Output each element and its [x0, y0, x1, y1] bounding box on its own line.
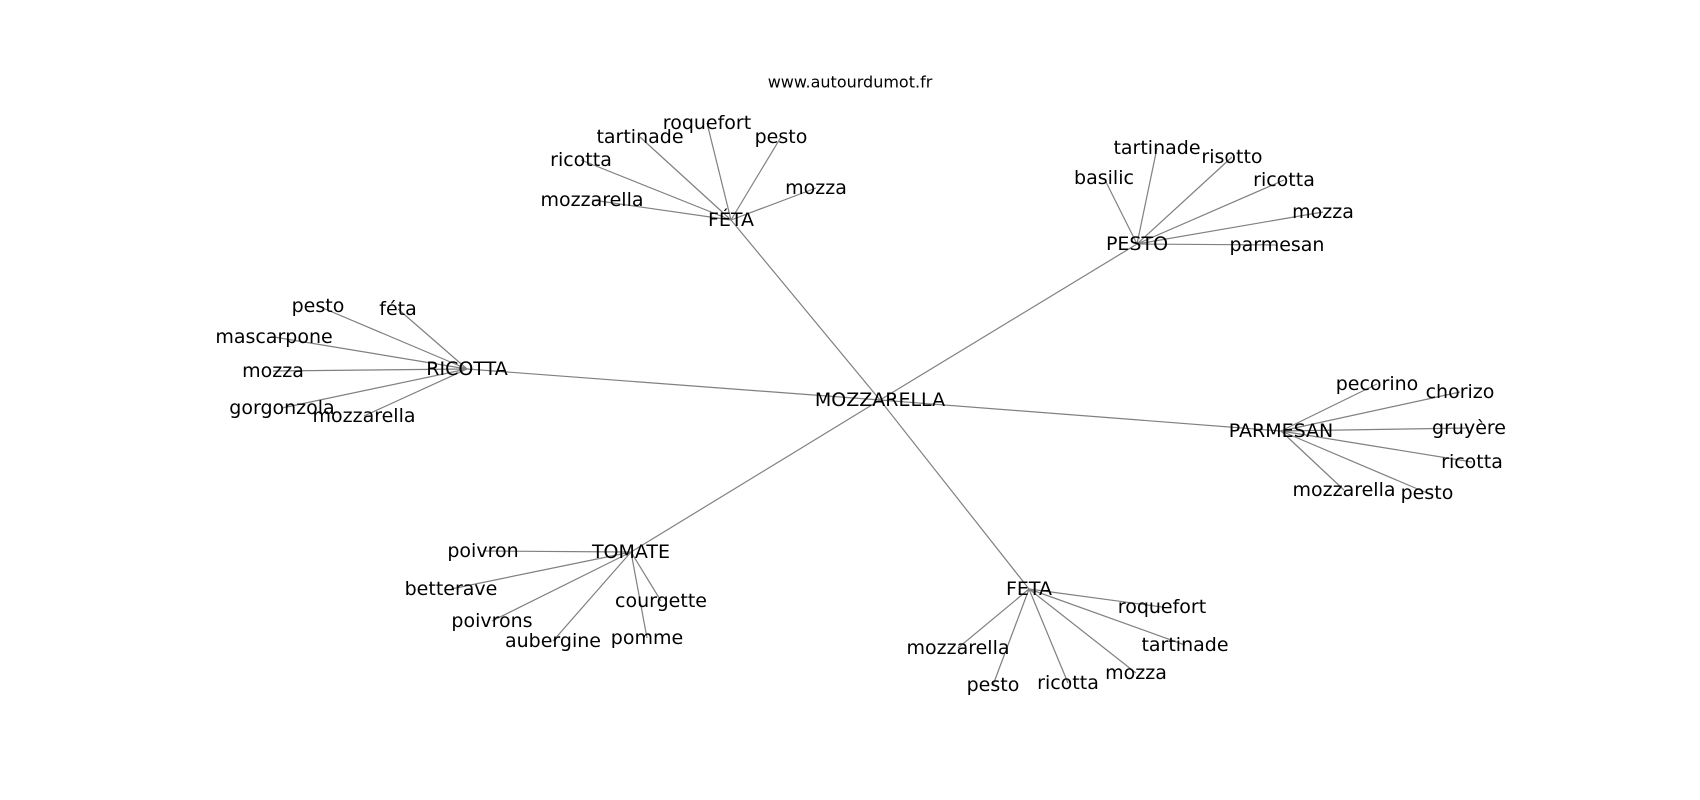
edge-hub-to-leaf [580, 159, 732, 221]
edge-hub-to-leaf [281, 368, 468, 409]
edge-hub-to-leaf [1028, 588, 1163, 608]
leaf-node-label[interactable]: mozza [242, 360, 304, 382]
edge-hub-to-leaf [1280, 430, 1345, 491]
leaf-node-label[interactable]: pesto [755, 126, 808, 148]
leaf-node-label[interactable]: mozzarella [1292, 479, 1395, 501]
edge-hub-to-leaf [1280, 383, 1378, 432]
edge-hub-to-leaf [591, 199, 732, 221]
edge-hub-to-leaf [992, 588, 1030, 686]
edge-hub-to-leaf [730, 136, 782, 221]
edge-hub-to-leaf [1136, 179, 1285, 245]
hub-node-label[interactable]: FETA [1006, 578, 1052, 600]
edge-hub-to-leaf [363, 368, 468, 417]
edge-center-to-hub [879, 399, 1282, 432]
edge-hub-to-leaf [1103, 177, 1138, 245]
edge-hub-to-leaf [1028, 588, 1137, 674]
leaf-node-label[interactable]: mozzarella [312, 405, 415, 427]
leaf-node-label[interactable]: ricotta [1441, 451, 1503, 473]
edge-hub-to-leaf [272, 368, 468, 372]
leaf-node-label[interactable]: gruyère [1432, 417, 1506, 439]
graph-edges [272, 122, 1473, 686]
hub-node-label[interactable]: PARMESAN [1229, 420, 1333, 442]
leaf-node-label[interactable]: roquefort [1118, 596, 1206, 618]
edge-center-to-hub [466, 368, 881, 401]
edge-hub-to-leaf [1028, 588, 1186, 646]
leaf-node-label[interactable]: roquefort [663, 112, 751, 134]
leaf-node-label[interactable]: gorgonzola [229, 397, 334, 419]
leaf-node-label[interactable]: pecorino [1336, 373, 1419, 395]
leaf-node-label[interactable]: tartinade [596, 126, 683, 148]
edge-hub-to-leaf [1136, 211, 1324, 245]
hub-node-label[interactable]: TOMATE [591, 541, 670, 563]
leaf-node-label[interactable]: courgette [615, 590, 707, 612]
leaf-node-label[interactable]: mozza [1292, 201, 1354, 223]
edge-hub-to-leaf [491, 551, 632, 622]
leaf-node-label[interactable]: ricotta [550, 149, 612, 171]
leaf-node-label[interactable]: féta [379, 298, 416, 320]
hub-node-label[interactable]: RICOTTA [426, 358, 507, 380]
leaf-node-label[interactable]: mozza [1105, 662, 1167, 684]
edge-hub-to-leaf [1280, 430, 1473, 463]
leaf-node-label[interactable]: mozzarella [540, 189, 643, 211]
leaf-node-label[interactable]: mozzarella [906, 637, 1009, 659]
edge-center-to-hub [879, 243, 1138, 401]
leaf-node-label[interactable]: pesto [292, 295, 345, 317]
edge-hub-to-leaf [317, 305, 468, 370]
leaf-node-label[interactable]: pomme [611, 627, 683, 649]
edge-hub-to-leaf [1136, 243, 1278, 246]
leaf-node-label[interactable]: tartinade [1113, 137, 1200, 159]
edge-hub-to-leaf [1136, 156, 1233, 245]
leaf-node-label[interactable]: pesto [967, 674, 1020, 696]
edge-hub-to-leaf [273, 336, 468, 370]
edge-hub-to-leaf [450, 551, 632, 590]
leaf-node-label[interactable]: poivron [447, 540, 518, 562]
leaf-node-label[interactable]: poivrons [451, 610, 532, 632]
leaf-node-label[interactable]: mozza [785, 177, 847, 199]
edge-hub-to-leaf [1280, 427, 1470, 432]
edge-hub-to-leaf [1136, 147, 1158, 245]
edge-hub-to-leaf [1028, 588, 1069, 684]
leaf-node-label[interactable]: pesto [1401, 482, 1454, 504]
hub-node-label[interactable]: PESTO [1106, 233, 1168, 255]
edge-hub-to-leaf [1280, 430, 1428, 494]
leaf-node-label[interactable]: ricotta [1253, 169, 1315, 191]
hub-node-label[interactable]: FÉTA [708, 208, 754, 231]
edge-hub-to-leaf [1280, 391, 1461, 432]
leaf-node-label[interactable]: risotto [1201, 146, 1262, 168]
edge-hub-to-leaf [730, 187, 817, 221]
edge-hub-to-leaf [630, 551, 662, 602]
graph-labels: MOZZARELLA FÉTAmozzarellaricottatartinad… [215, 112, 1506, 696]
leaf-node-label[interactable]: parmesan [1230, 234, 1325, 256]
leaf-node-label[interactable]: chorizo [1426, 381, 1495, 403]
leaf-node-label[interactable]: tartinade [1141, 634, 1228, 656]
edge-center-to-hub [730, 219, 881, 401]
edge-center-to-hub [630, 399, 881, 553]
edge-hub-to-leaf [706, 122, 732, 221]
edge-hub-to-leaf [397, 308, 468, 370]
edge-hub-to-leaf [957, 588, 1030, 649]
leaf-node-label[interactable]: mascarpone [215, 326, 332, 348]
edge-hub-to-leaf [482, 550, 632, 553]
leaf-node-label[interactable]: betterave [405, 578, 498, 600]
edge-center-to-hub [879, 399, 1030, 590]
edge-hub-to-leaf [552, 551, 632, 642]
site-url: www.autourdumot.fr [768, 73, 933, 92]
center-node-label[interactable]: MOZZARELLA [815, 389, 945, 411]
edge-hub-to-leaf [630, 551, 648, 639]
leaf-node-label[interactable]: aubergine [505, 630, 601, 652]
edge-hub-to-leaf [639, 136, 732, 221]
leaf-node-label[interactable]: ricotta [1037, 672, 1099, 694]
leaf-node-label[interactable]: basilic [1074, 167, 1134, 189]
